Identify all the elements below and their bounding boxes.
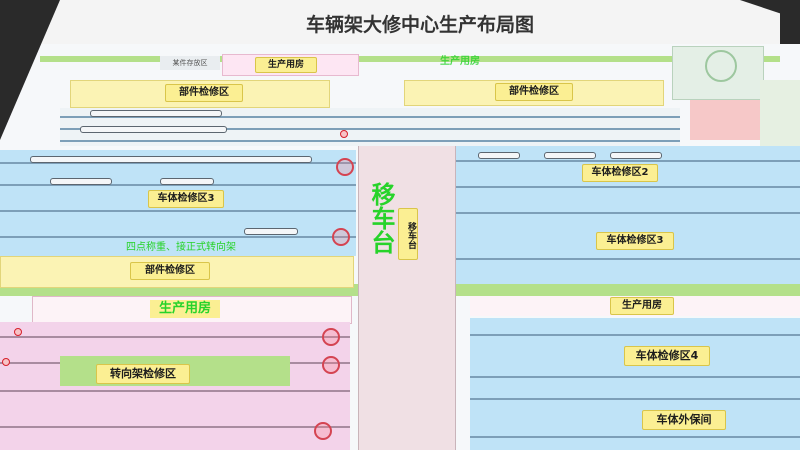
green-note: 四点称重、接正式转向架 [126,242,236,253]
corner-shade [0,0,60,140]
right-edge-building [760,80,800,150]
turntable-marker [314,422,332,440]
transfer-platform-zone [358,146,456,450]
carbody-4-label: 车体检修区4 [624,346,710,366]
map-title: 车辆架大修中心生产布局图 [305,14,534,36]
train-car [544,152,596,159]
pink-building [690,100,760,140]
production-room-left-label: 生产用房 [150,300,220,318]
track-line [60,116,680,118]
track-line [470,376,800,378]
train-car [478,152,520,159]
small-storage-label: 某件存放区 [160,56,220,70]
track-line [0,184,356,186]
turntable-marker [332,228,350,246]
track-line [0,236,356,238]
corner-shade [740,0,800,20]
track-line [456,212,800,214]
track-line [0,426,350,428]
track-line [0,336,350,338]
track-line [456,160,800,162]
track-line [456,186,800,188]
train-car [244,228,298,235]
train-car [90,110,222,117]
marker-dot [2,358,10,366]
train-car [160,178,214,185]
transfer-platform-big-label: 移车台 [367,182,395,254]
bogie-repair-label: 转向架检修区 [96,364,190,384]
track-line [456,258,800,260]
track-line [470,398,800,400]
track-line [60,128,680,130]
track-line [0,390,350,392]
track-line [0,162,356,164]
train-car [610,152,662,159]
parts-repair-label-1: 部件检修区 [165,84,243,102]
production-room-top-label: 生产用房 [255,57,317,73]
marker-dot [340,130,348,138]
carbody-3-right-label: 车体检修区3 [596,232,674,250]
bogie-repair-zone [0,322,350,450]
transfer-platform-label: 移车台 [398,208,418,260]
marker-dot [14,328,22,336]
parts-repair-label-2: 部件检修区 [495,83,573,101]
carbody-2-label: 车体检修区2 [582,164,658,182]
train-car [50,178,112,185]
track-line [470,436,800,438]
track-line [0,210,356,212]
right-track-area-lower [470,318,800,450]
circular-tank-icon [705,50,737,82]
production-room-right-label: 生产用房 [610,297,674,315]
track-line [470,334,800,336]
carbody-3-left-label: 车体检修区3 [148,190,224,208]
green-top-note: 生产用房 [440,56,480,67]
parts-repair-label-left: 部件检修区 [130,262,210,280]
turntable-marker [322,328,340,346]
track-line [60,140,680,142]
carbody-exterior-label: 车体外保间 [642,410,726,430]
train-car [80,126,227,133]
turntable-marker [322,356,340,374]
green-path-top [40,56,780,62]
train-car [30,156,312,163]
turntable-marker [336,158,354,176]
